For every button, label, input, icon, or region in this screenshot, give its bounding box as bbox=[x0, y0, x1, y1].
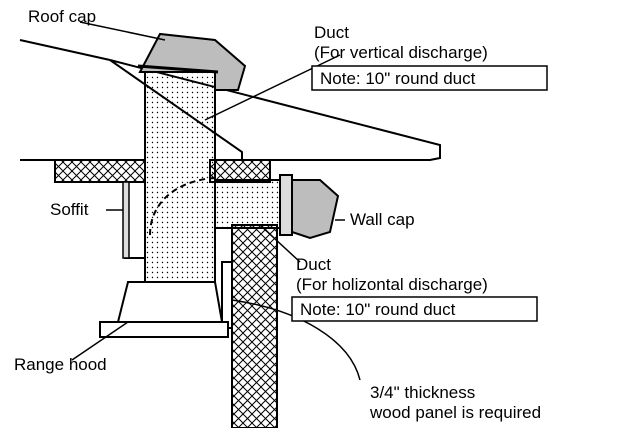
note-box-vertical bbox=[311, 65, 548, 91]
range-hood-base bbox=[99, 321, 229, 338]
vertical-duct bbox=[144, 71, 216, 283]
roof-cap bbox=[138, 32, 247, 91]
ceiling-hatch bbox=[54, 159, 146, 183]
label-range-hood: Range hood bbox=[14, 355, 107, 374]
horizontal-duct bbox=[214, 179, 286, 229]
wall-cap bbox=[291, 179, 340, 240]
wood-panel bbox=[221, 261, 233, 329]
leader-roof-cap bbox=[79, 21, 166, 41]
label-soffit: Soffit bbox=[50, 200, 89, 219]
soffit-board bbox=[122, 181, 130, 259]
leader-range-hood bbox=[71, 321, 129, 361]
elbow-dashed bbox=[149, 177, 216, 236]
label-panel-line2: wood panel is required bbox=[369, 403, 541, 422]
wall bbox=[231, 224, 278, 428]
wall-cap-flange bbox=[279, 174, 293, 236]
range-hood bbox=[116, 281, 224, 323]
ceiling-hatch-right bbox=[209, 159, 271, 183]
leader-wood-panel bbox=[231, 299, 361, 381]
label-wall-cap: Wall cap bbox=[350, 210, 415, 229]
label-roof-cap: Roof cap bbox=[28, 7, 96, 26]
label-duct-vertical-sub: (For vertical discharge) bbox=[314, 43, 488, 62]
label-panel-line1: 3/4" thickness bbox=[370, 383, 475, 402]
roof-line bbox=[19, 39, 111, 61]
note-horizontal: Note: 10" round duct bbox=[300, 300, 456, 319]
note-vertical: Note: 10" round duct bbox=[320, 69, 476, 88]
label-duct-horizontal: Duct bbox=[296, 255, 331, 274]
label-duct-horizontal-sub: (For holizontal discharge) bbox=[296, 275, 488, 294]
note-box-horizontal bbox=[291, 296, 538, 322]
label-duct-vertical: Duct bbox=[314, 23, 349, 42]
leader-duct-horizontal bbox=[259, 224, 301, 263]
